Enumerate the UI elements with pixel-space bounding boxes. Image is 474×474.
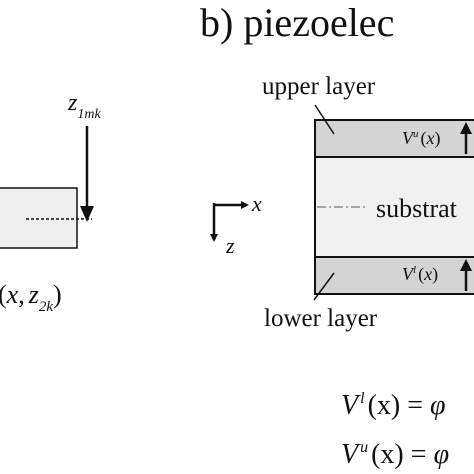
upper-voltage-label: Vu(x)	[402, 128, 441, 149]
upper-layer	[314, 119, 474, 158]
lower-voltage-arrowhead	[460, 259, 472, 271]
force-arrowhead	[80, 206, 94, 222]
upper-layer-leader	[314, 104, 335, 135]
force-label: z1mk	[67, 90, 101, 122]
panel-heading: b) piezoelec	[200, 0, 394, 45]
z-axis-label: z	[225, 233, 235, 258]
lower-layer	[314, 256, 474, 295]
lower-voltage-label: Vl(x)	[402, 264, 438, 285]
x-axis-label: x	[251, 191, 262, 216]
upper-layer-label: upper layer	[262, 73, 376, 100]
lower-layer-label: lower layer	[264, 305, 378, 332]
upper-voltage-arrowhead	[460, 122, 472, 134]
substrate-label: substrat	[376, 194, 458, 223]
beam-coordinate-label: (x,z2k)	[0, 280, 62, 315]
lower-layer-leader	[313, 272, 335, 301]
beam-segment	[0, 187, 78, 249]
